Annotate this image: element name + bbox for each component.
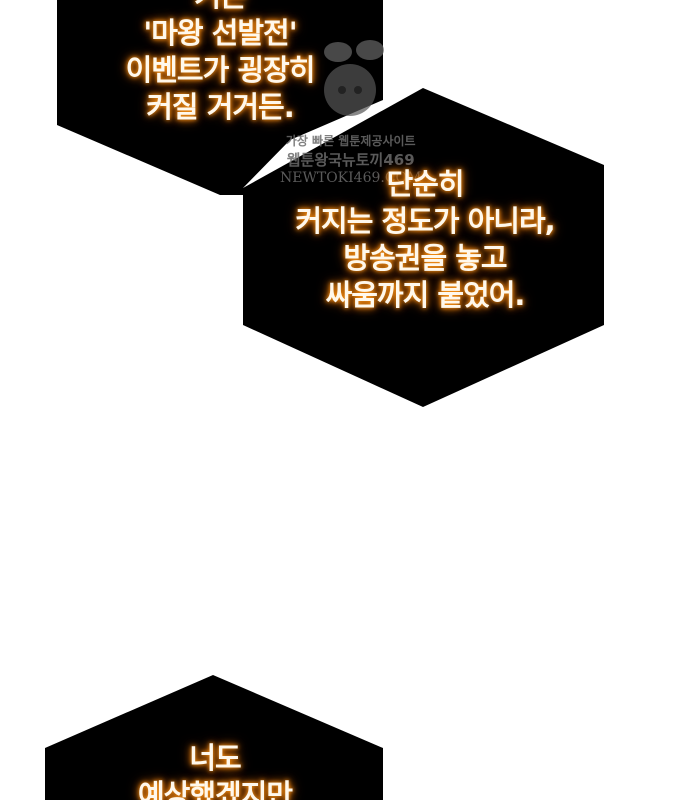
dialogue-line: 커지는 정도가 아니라,	[295, 204, 555, 238]
speech-bubble-1-text: 거든 '마왕 선발전' 이벤트가 굉장히 커질 거거든.	[70, 0, 370, 126]
dialogue-line: 예상했겠지만	[137, 778, 293, 800]
dialogue-line: 이벤트가 굉장히	[125, 53, 316, 87]
watermark: 가장 빠른 웹툰제공사이트 웹툰왕국뉴토끼469 NEWTOKI469.COM	[280, 132, 421, 186]
watermark-line-3: NEWTOKI469.COM	[280, 170, 422, 186]
dialogue-line: 방송권을 놓고	[343, 241, 507, 275]
dialogue-line: 단순히	[386, 167, 464, 201]
dialogue-line: 너도	[189, 741, 241, 775]
watermark-mascot-icon	[324, 40, 384, 116]
speech-bubble-2-text: 단순히 커지는 정도가 아니라, 방송권을 놓고 싸움까지 붙었어.	[260, 166, 590, 314]
speech-bubble-3-text: 너도 예상했겠지만	[60, 740, 370, 800]
watermark-line-2: 웹툰왕국뉴토끼469	[286, 151, 415, 169]
watermark-line-1: 가장 빠른 웹툰제공사이트	[285, 134, 416, 148]
dialogue-line: 싸움까지 붙었어.	[325, 278, 526, 312]
speech-bubble-2-shape	[243, 88, 604, 407]
dialogue-line: 거든	[70, 0, 370, 15]
dialogue-line: '마왕 선발전'	[143, 16, 297, 50]
speech-bubble-1-shape	[57, 0, 383, 195]
dialogue-line: 커질 거거든.	[146, 90, 295, 124]
speech-bubble-3-shape	[45, 675, 383, 800]
